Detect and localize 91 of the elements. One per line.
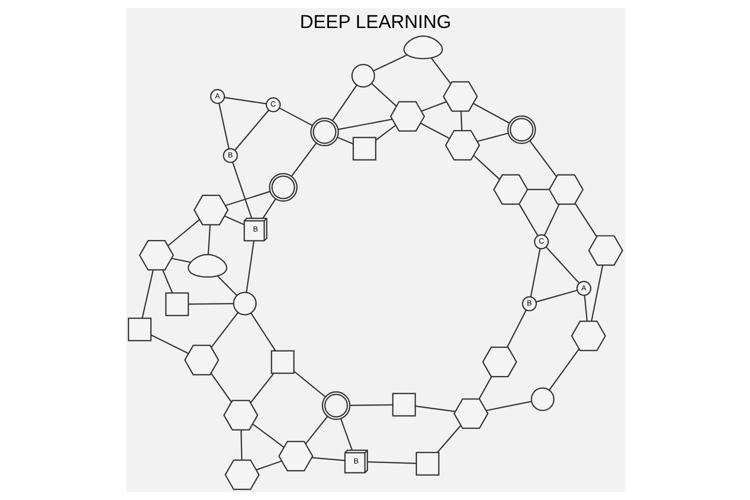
connector	[207, 224, 210, 255]
connector	[472, 155, 500, 180]
node-box	[164, 292, 188, 316]
connector	[460, 111, 462, 130]
connector	[486, 400, 532, 412]
connector	[290, 142, 316, 177]
node-cloud	[402, 36, 442, 60]
connector	[336, 136, 353, 145]
connector	[250, 372, 274, 403]
node-hexagon	[192, 194, 228, 226]
node-picture	[506, 115, 536, 144]
connector	[210, 312, 238, 348]
diagram-title: DEEP LEARNING	[299, 11, 451, 32]
connector	[349, 404, 392, 406]
node-hexagon	[278, 440, 313, 472]
connector	[545, 246, 580, 284]
connector	[234, 110, 269, 151]
connector	[150, 334, 188, 354]
node-hexagon	[442, 81, 478, 112]
node-cloud	[187, 254, 227, 278]
connector	[311, 456, 344, 462]
node-picture	[268, 173, 298, 202]
connector	[216, 276, 237, 296]
node-hexagon	[444, 130, 480, 161]
connector	[210, 372, 232, 402]
connector	[420, 122, 450, 139]
connector	[528, 140, 556, 177]
node-hexagon	[389, 101, 425, 132]
node-picture	[321, 391, 350, 420]
connector	[370, 82, 396, 107]
connector	[472, 102, 510, 124]
connector	[530, 248, 540, 298]
connector	[372, 54, 408, 72]
connector	[430, 58, 451, 84]
connector	[141, 270, 154, 318]
connector	[476, 132, 508, 142]
node-hexagon	[570, 320, 606, 352]
connector	[527, 188, 549, 190]
connector	[240, 430, 242, 460]
connector	[535, 290, 577, 302]
node-hexagon	[222, 400, 258, 430]
connector	[224, 190, 270, 206]
node-box	[352, 136, 376, 161]
connector	[590, 265, 603, 322]
connector	[583, 295, 588, 322]
node-circle	[350, 64, 375, 88]
connector	[340, 418, 352, 450]
connector	[374, 124, 396, 141]
connector	[548, 348, 580, 390]
node-hexagon	[482, 346, 517, 378]
connector	[293, 370, 326, 398]
node-hexagon	[224, 460, 260, 490]
connector	[331, 84, 357, 121]
connector	[414, 406, 455, 412]
connector	[167, 219, 200, 246]
connector	[245, 240, 254, 292]
connector	[224, 96, 266, 104]
node-hexagon	[548, 174, 584, 205]
connector	[278, 107, 312, 126]
node-circle	[232, 292, 256, 316]
connector	[543, 204, 560, 236]
connector	[478, 376, 492, 400]
node-hexagon	[492, 174, 528, 205]
connector	[262, 198, 276, 219]
connector	[162, 270, 172, 294]
node-box	[415, 452, 439, 476]
connector	[420, 101, 446, 112]
connector	[304, 416, 328, 444]
node-circle	[530, 387, 554, 412]
connector	[574, 202, 597, 237]
node-box	[392, 392, 416, 416]
node-box	[270, 350, 294, 374]
node-hexagon	[452, 398, 488, 429]
node-hexagon	[138, 240, 174, 271]
connector	[218, 103, 230, 149]
connector	[188, 303, 233, 305]
connector	[224, 215, 244, 226]
connector	[252, 424, 284, 448]
connector	[232, 162, 252, 218]
node-hexagon	[588, 235, 623, 266]
connector	[256, 460, 282, 470]
connector	[366, 461, 416, 464]
connector	[338, 118, 392, 130]
node-picture	[310, 118, 338, 146]
node-hexagon	[184, 344, 219, 376]
connector	[506, 310, 526, 348]
connector	[250, 312, 276, 352]
connector	[171, 258, 190, 263]
connector	[436, 425, 461, 453]
connector	[518, 204, 538, 236]
node-box	[127, 318, 152, 342]
